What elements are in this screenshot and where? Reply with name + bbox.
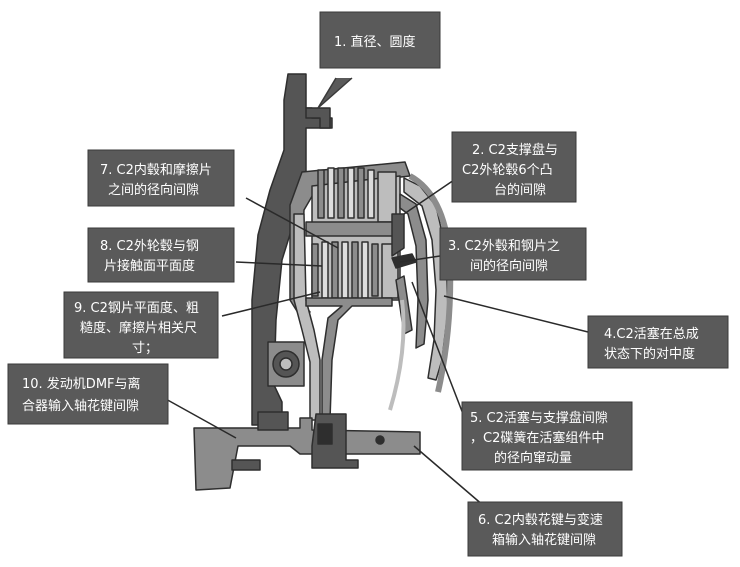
callout-1-line-1: 1. 直径、圆度 <box>334 34 416 50</box>
callout-8-text: 8. C2外轮毂与钢 片接触面平面度 <box>100 239 203 274</box>
flywheel-lip <box>305 107 331 129</box>
callout-1-text: 1. 直径、圆度 <box>334 34 416 50</box>
callout-10-box <box>7 363 169 425</box>
lower-clutch-pack <box>311 241 399 299</box>
plate <box>347 167 355 219</box>
callout-6-text: 6. C2内毂花键与变速 箱输入轴花键间隙 <box>478 512 607 548</box>
upper-clutch-pack <box>317 167 397 223</box>
bearing <box>267 341 305 387</box>
callout-10-text: 10. 发动机DMF与离 合器输入轴花键间隙 <box>22 376 145 414</box>
callout-5-line-1: 5. C2活塞与支撑盘间隙 <box>470 410 608 426</box>
plate <box>341 241 349 299</box>
leader-8 <box>235 261 323 267</box>
callout-10-line-1: 10. 发动机DMF与离 <box>22 376 141 392</box>
callouts: 1. 直径、圆度 2. C2支撑盘与 C2外轮毂6个凸 台的间隙 3. C2外毂… <box>7 11 729 557</box>
clutch-assembly-section <box>193 73 454 491</box>
dmf-hub <box>257 411 289 431</box>
callout-5-box <box>461 401 633 471</box>
callout-9-box <box>63 291 219 359</box>
plate <box>317 169 325 219</box>
callout-8-line-1: 8. C2外轮毂与钢 <box>100 239 199 254</box>
callout-2-line-3: 台的间隙 <box>494 182 546 198</box>
callout-7-line-2: 之间的径向间隙 <box>108 182 199 198</box>
plate <box>337 167 345 219</box>
plate <box>311 243 319 297</box>
plate <box>351 241 359 299</box>
callout-4: 4.C2活塞在总成 状态下的对中度 <box>587 315 729 369</box>
callout-10: 10. 发动机DMF与离 合器输入轴花键间隙 <box>7 363 169 425</box>
callout-7-text: 7. C2内毂和摩擦片 之间的径向间隙 <box>100 162 216 198</box>
callout-7: 7. C2内毂和摩擦片 之间的径向间隙 <box>87 149 235 207</box>
callout-2-text: 2. C2支撑盘与 C2外轮毂6个凸 台的间隙 <box>462 142 562 198</box>
callout-9-line-3: 寸； <box>132 341 158 356</box>
bearing-ball-highlight <box>279 357 293 371</box>
leader-5 <box>411 281 471 433</box>
callout-10-line-2: 合器输入轴花键间隙 <box>22 398 139 414</box>
callout-7-line-1: 7. C2内毂和摩擦片 <box>100 162 212 178</box>
callout-2-box <box>451 131 577 203</box>
callout-1-box <box>319 11 441 69</box>
callout-8-box <box>87 227 235 283</box>
plate <box>367 169 375 219</box>
callout-5-line-3: 的径向窜动量 <box>494 450 572 466</box>
callout-4-box <box>587 315 729 369</box>
plate <box>371 243 379 297</box>
callout-3-line-1: 3. C2外毂和钢片之 <box>448 239 560 254</box>
callout-4-line-1: 4.C2活塞在总成 <box>604 326 699 342</box>
callout-3-line-2: 间的径向间隙 <box>470 258 548 274</box>
piston-housing-shell-inner <box>388 299 406 411</box>
callout-9-text: 9. C2钢片平面度、粗 糙度、摩擦片相关尺 寸； <box>74 300 203 356</box>
leader-2 <box>403 179 455 215</box>
callout-9-line-1: 9. C2钢片平面度、粗 <box>74 300 199 316</box>
leader-3 <box>399 255 441 263</box>
callout-2-line-1: 2. C2支撑盘与 <box>472 142 558 158</box>
callout-4-text: 4.C2活塞在总成 状态下的对中度 <box>604 326 703 362</box>
leader-4 <box>443 295 597 335</box>
leader-1 <box>317 77 353 109</box>
callout-9: 9. C2钢片平面度、粗 糙度、摩擦片相关尺 寸； <box>63 291 219 359</box>
plate <box>357 167 365 219</box>
callout-1: 1. 直径、圆度 <box>319 11 441 69</box>
callout-8: 8. C2外轮毂与钢 片接触面平面度 <box>87 227 235 283</box>
callout-2: 2. C2支撑盘与 C2外轮毂6个凸 台的间隙 <box>451 131 577 203</box>
c2-support-disc <box>399 193 429 349</box>
callout-3-box <box>439 227 587 281</box>
plate <box>331 241 339 299</box>
callout-5-text: 5. C2活塞与支撑盘间隙 ，C2碟簧在活塞组件中 的径向窜动量 <box>470 410 612 466</box>
callout-2-line-2: C2外轮毂6个凸 <box>462 163 553 178</box>
callout-5-line-2: ，C2碟簧在活塞组件中 <box>470 430 604 446</box>
leader-7 <box>245 197 339 249</box>
callout-3-text: 3. C2外毂和钢片之 间的径向间隙 <box>448 239 564 274</box>
plate <box>327 167 335 219</box>
callout-6-line-1: 6. C2内毂花键与变速 <box>478 512 603 528</box>
leader-lines <box>163 77 597 507</box>
callout-5: 5. C2活塞与支撑盘间隙 ，C2碟簧在活塞组件中 的径向窜动量 <box>461 401 633 471</box>
callout-6-line-2: 箱输入轴花键间隙 <box>492 532 596 548</box>
disc-spring <box>391 213 405 257</box>
callout-4-line-2: 状态下的对中度 <box>604 346 695 362</box>
separator-disc <box>305 221 401 237</box>
callout-8-line-2: 片接触面平面度 <box>104 258 195 274</box>
seal-ring <box>375 435 385 445</box>
spline-teeth <box>317 423 333 445</box>
callout-7-box <box>87 149 235 207</box>
leader-9 <box>221 291 321 317</box>
callout-6: 6. C2内毂花键与变速 箱输入轴花键间隙 <box>467 501 623 557</box>
clutch-input-shaft <box>193 417 421 491</box>
callout-9-line-2: 糙度、摩擦片相关尺 <box>80 320 197 336</box>
leader-10 <box>163 397 237 439</box>
callout-6-box <box>467 501 623 557</box>
shaft-spline <box>231 459 261 471</box>
plate <box>361 241 369 299</box>
callout-3: 3. C2外毂和钢片之 间的径向间隙 <box>439 227 587 281</box>
leader-6 <box>413 445 485 507</box>
plate <box>321 241 329 299</box>
